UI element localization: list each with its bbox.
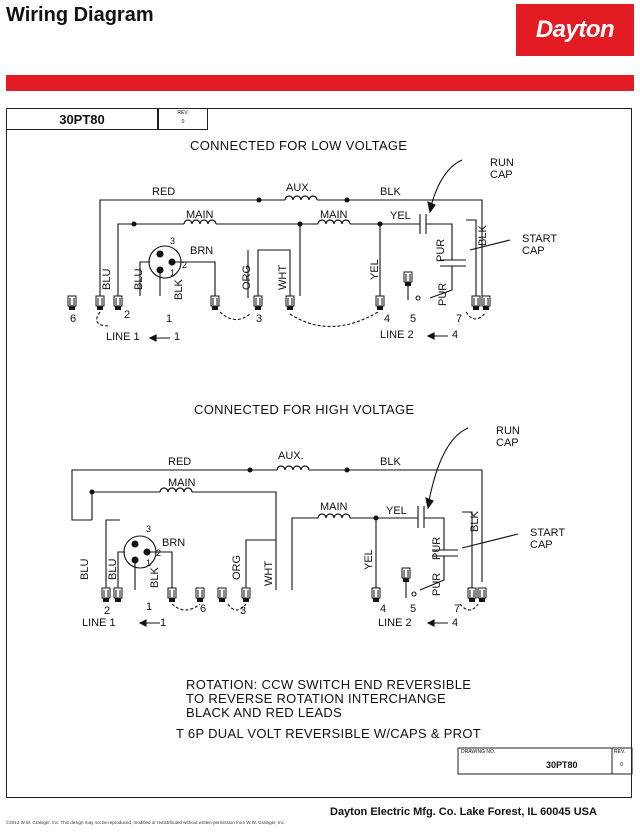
high-voltage-label-t5: 5 <box>410 603 416 615</box>
low-voltage-label-line2: LINE 2 <box>380 329 414 341</box>
tb-rev-value: 0 <box>620 762 623 768</box>
high-voltage-label-main1: MAIN <box>168 477 196 489</box>
low-voltage-label-t6: 6 <box>70 313 76 325</box>
low-voltage-label-wht: WHT <box>277 265 289 290</box>
low-voltage-label-line1: LINE 1 <box>106 331 140 343</box>
high-voltage-label-blk-v: BLK <box>149 567 161 588</box>
high-voltage-label-sw3: 3 <box>146 524 151 534</box>
low-voltage-label-blk-top: BLK <box>380 186 401 198</box>
low-voltage-label-main2: MAIN <box>320 209 348 221</box>
low-voltage-label-pur2: PUR <box>437 283 449 306</box>
high-voltage-label-t2: 2 <box>104 605 110 617</box>
high-voltage-label-red: RED <box>168 456 191 468</box>
drawing-no: 30PT80 <box>546 760 578 770</box>
high-voltage-label-t1: 1 <box>146 601 152 613</box>
low-voltage-label-t2: 2 <box>124 309 130 321</box>
page-title: Wiring Diagram <box>6 4 154 26</box>
low-voltage-label-blk-cap: BLK <box>477 225 489 246</box>
low-voltage-title: CONNECTED FOR LOW VOLTAGE <box>190 138 408 153</box>
low-voltage-label-aux: AUX. <box>286 182 312 194</box>
drawing-no-label: DRAWING NO. <box>461 749 496 755</box>
high-voltage-label-pur1: PUR <box>431 537 443 560</box>
low-voltage-label-blk-v: BLK <box>173 279 185 300</box>
high-voltage-label-yel-top: YEL <box>386 505 407 517</box>
low-voltage-label-t5: 5 <box>410 313 416 325</box>
rev-value: 0 <box>181 119 185 125</box>
diagram-frame <box>6 108 632 798</box>
rev-cell <box>158 108 208 130</box>
high-voltage-label-t4: 4 <box>380 603 386 615</box>
low-voltage-label-org: ORG <box>241 265 253 290</box>
high-voltage-label-line1-t: 1 <box>160 617 166 629</box>
high-voltage-label-pur2: PUR <box>431 573 443 596</box>
low-voltage-label-t3: 3 <box>256 313 262 325</box>
header-bar <box>6 75 634 91</box>
low-voltage-label-brn: BRN <box>190 245 213 257</box>
title-block <box>457 747 633 775</box>
high-voltage-label-aux: AUX. <box>278 450 304 462</box>
copyright: ©2013 W.W. Grainger, Inc. This design ma… <box>6 820 286 825</box>
high-voltage-label-line2-t: 4 <box>452 617 458 629</box>
low-voltage-label-sw2: 2 <box>182 260 187 270</box>
high-voltage-label-brn: BRN <box>162 537 185 549</box>
high-voltage-label-main2: MAIN <box>320 501 348 513</box>
rev-label: REV. <box>177 110 189 116</box>
rotation-note-2: TO REVERSE ROTATION INTERCHANGE <box>186 691 446 706</box>
high-voltage-label-blk-top: BLK <box>380 456 401 468</box>
motor-description: T 6P DUAL VOLT REVERSIBLE W/CAPS & PROT <box>176 726 482 741</box>
low-voltage-label-t1: 1 <box>166 313 172 325</box>
high-voltage-label-wht: WHT <box>263 561 275 586</box>
rotation-note-1: ROTATION: CCW SWITCH END REVERSIBLE <box>186 677 472 692</box>
high-voltage-label-t7: 7 <box>454 603 460 615</box>
high-voltage-diagram <box>71 427 519 627</box>
high-voltage-label-line2: LINE 2 <box>378 617 412 629</box>
high-voltage-label-sw2: 2 <box>156 548 161 558</box>
low-voltage-label-sw3: 3 <box>170 236 175 246</box>
part-number-cell <box>6 108 158 130</box>
low-voltage-label-yel-v: YEL <box>369 259 381 280</box>
high-voltage-label-blu2: BLU <box>107 559 119 580</box>
dayton-logo: Dayton <box>516 4 634 56</box>
high-voltage-label-t3: 3 <box>240 605 246 617</box>
high-voltage-label-sw1: 1 <box>146 558 151 568</box>
low-voltage-label-main1: MAIN <box>186 209 214 221</box>
rotation-note-3: BLACK AND RED LEADS <box>186 705 342 720</box>
low-voltage-diagram <box>96 159 511 342</box>
high-voltage-label-blu1: BLU <box>79 559 91 580</box>
high-voltage-label-t6: 6 <box>200 603 206 615</box>
low-voltage-label-red: RED <box>152 186 175 198</box>
part-number: 30PT80 <box>59 111 105 127</box>
high-voltage-label-org: ORG <box>231 555 243 580</box>
low-voltage-label-pur1: PUR <box>435 239 447 262</box>
low-voltage-label-yel-top: YEL <box>390 210 411 222</box>
low-voltage-label-blu2: BLU <box>133 269 145 290</box>
low-voltage-label-blu1: BLU <box>101 269 113 290</box>
low-voltage-label-line1-t: 1 <box>174 331 180 343</box>
high-voltage-label-line1: LINE 1 <box>82 617 116 629</box>
tb-rev-label: REV. <box>614 749 626 755</box>
rev-header: REV. 0 <box>158 108 208 130</box>
low-voltage-label-t4: 4 <box>384 313 390 325</box>
high-voltage-label-yel-v: YEL <box>363 549 375 570</box>
low-voltage-label-t7: 7 <box>456 313 462 325</box>
high-voltage-title: CONNECTED FOR HIGH VOLTAGE <box>194 402 415 417</box>
low-voltage-label-line2-t: 4 <box>452 329 458 341</box>
high-voltage-label-blk-cap: BLK <box>469 511 481 532</box>
company-footer: Dayton Electric Mfg. Co. Lake Forest, IL… <box>330 806 597 818</box>
low-voltage-label-sw1: 1 <box>170 268 175 278</box>
